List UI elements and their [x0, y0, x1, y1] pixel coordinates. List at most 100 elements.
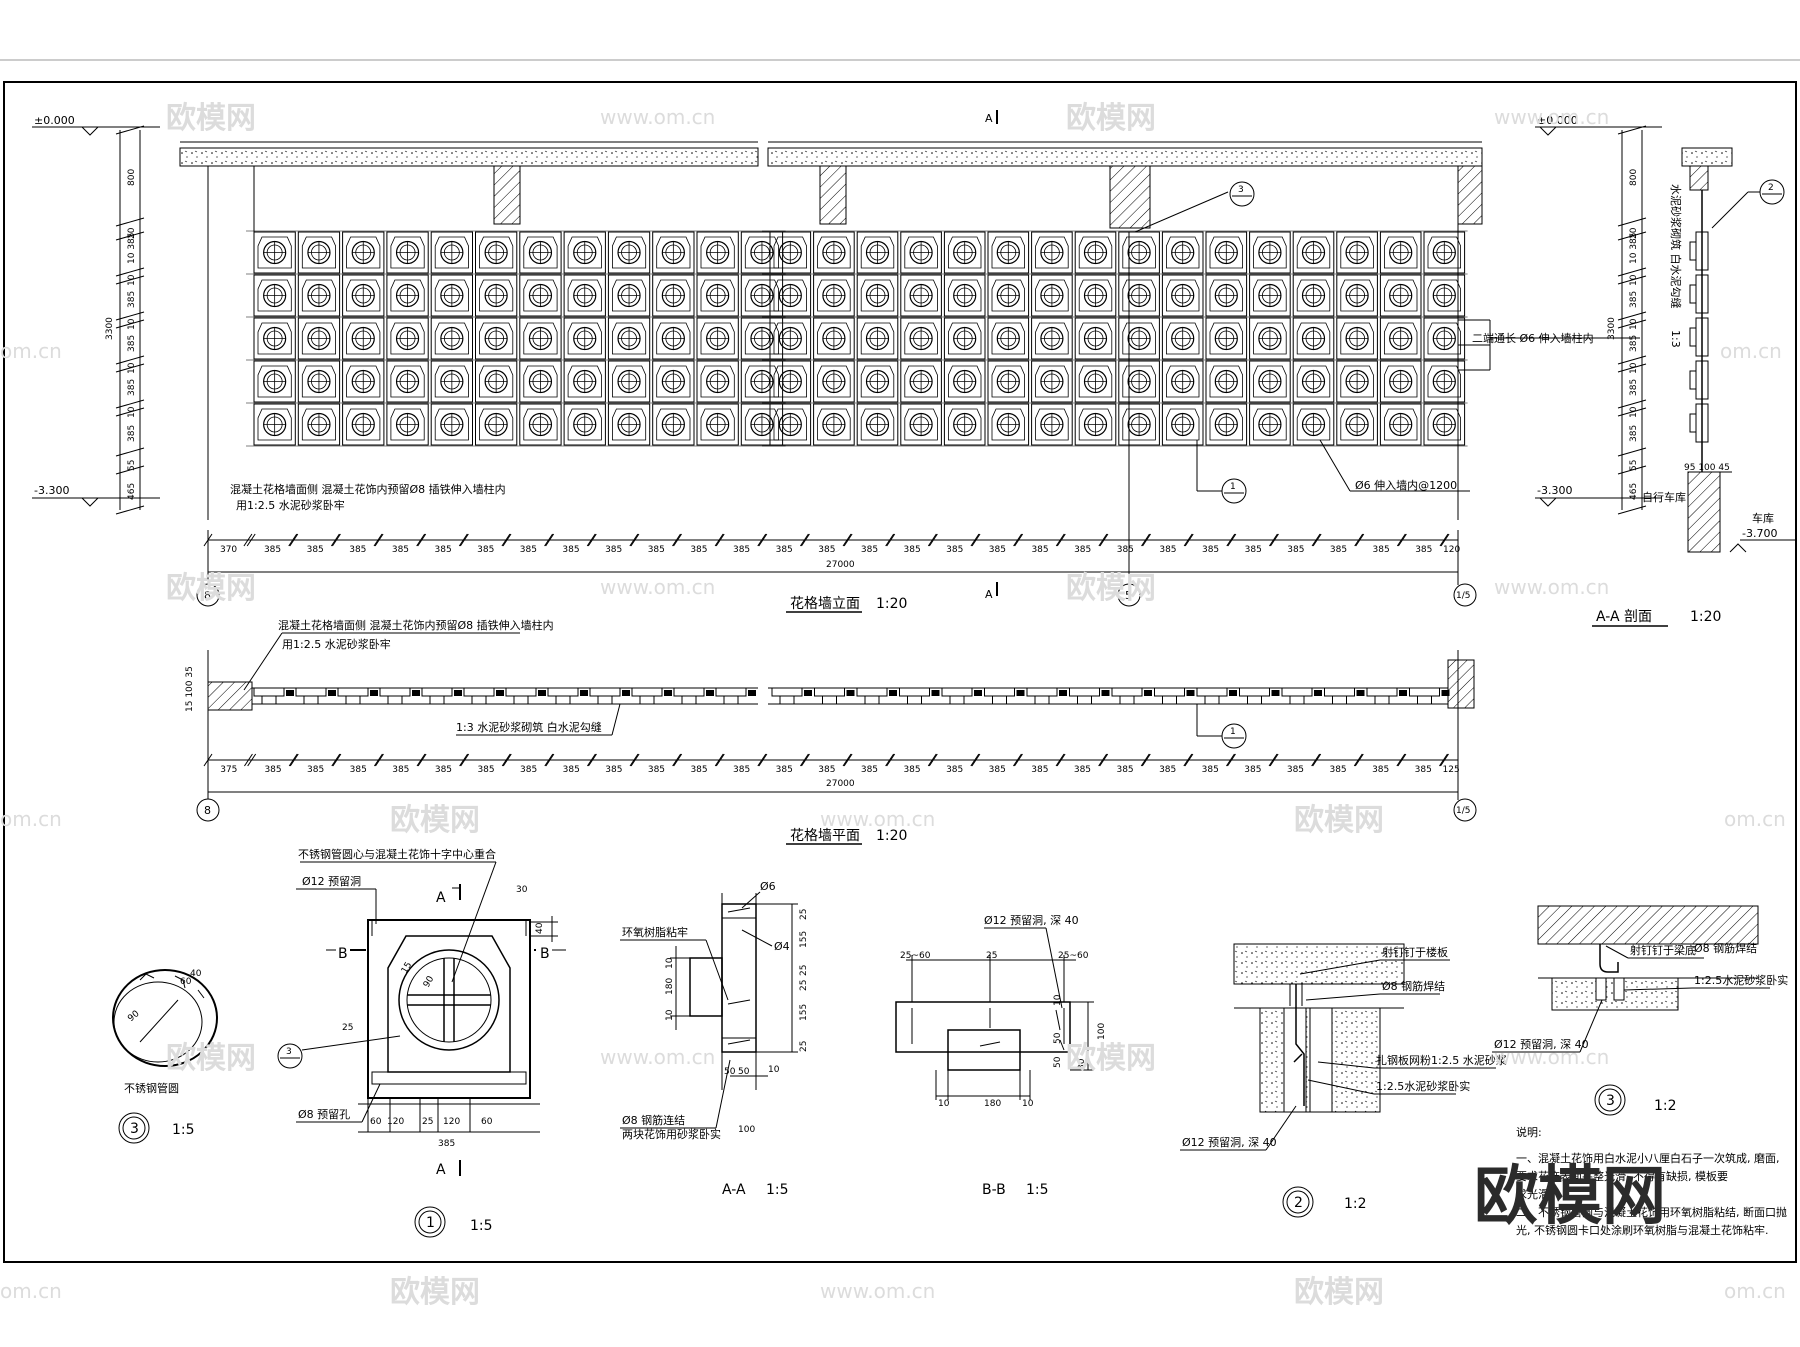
lattice-cell: [1249, 403, 1291, 446]
dim-tick: [1397, 753, 1407, 767]
d2-bar-note: Ø8 钢筋焊结: [1382, 979, 1445, 993]
plan-block-core: [387, 695, 403, 705]
dim-tick: [673, 533, 682, 547]
lattice-cell: [813, 231, 855, 274]
bb-dim-100: 100: [1097, 1023, 1107, 1040]
beams: [493, 165, 1483, 229]
plan-block: [1026, 687, 1058, 697]
dim-tick: [115, 217, 145, 227]
plan-joint: [496, 690, 504, 696]
lattice-cell: [1118, 317, 1160, 360]
lattice-cell: [1118, 360, 1160, 403]
aa-callout-num: 2: [1768, 183, 1774, 193]
aa-detail-title: A-A: [722, 1182, 746, 1198]
bb-right-dim-0: 10: [1053, 994, 1063, 1006]
dim-tick: [1055, 533, 1065, 547]
plan-joint: [1314, 690, 1322, 696]
lattice-frame: [1209, 322, 1243, 355]
lattice-frame: [257, 322, 292, 355]
lattice-cell: [1292, 360, 1335, 403]
dim-tick: [115, 407, 145, 417]
bb-bottom-dim-2: 10: [1022, 1099, 1034, 1109]
lattice-cell: [856, 403, 899, 446]
height-dim-label: 20: [1629, 227, 1639, 239]
lattice-frame: [1209, 236, 1243, 269]
lattice-cell: [987, 231, 1030, 274]
axis-1-5-elevation: 1/5: [1453, 583, 1477, 607]
lattice-frame: [1253, 322, 1287, 355]
lattice-frame: [817, 236, 851, 269]
lattice-cell: [1336, 403, 1378, 446]
dim-tick: [586, 533, 596, 547]
lattice-cell: [563, 274, 606, 317]
dim-tick: [1014, 753, 1023, 767]
notes-line-3: 二、不锈钢管圆与混凝土花饰用环氧树脂粘结, 断面口抛: [1516, 1205, 1787, 1219]
plan-block: [463, 687, 495, 697]
dim-tick: [416, 533, 426, 547]
lattice-frame: [479, 236, 514, 269]
watermark-brand: 欧模网: [166, 1041, 256, 1076]
dim-label: 385: [861, 545, 878, 555]
lattice-frame: [1296, 236, 1331, 269]
lattice-frame: [301, 408, 337, 441]
elevation-note-1: 混凝土花格墙面侧 混凝土花饰内预留Ø8 插铁伸入墙柱内: [230, 482, 506, 496]
lattice-frame: [1384, 279, 1418, 312]
dim-tick: [115, 399, 145, 409]
dim-tick: [715, 753, 725, 767]
dim-tick: [1227, 533, 1237, 547]
dim-label: 385: [1329, 765, 1346, 775]
dim-label: 385: [477, 765, 494, 775]
dim-label: 385: [648, 545, 665, 555]
lattice-cell: [297, 231, 341, 274]
dim-tick: [1140, 753, 1150, 767]
dim-tick: [1184, 753, 1194, 767]
lattice-cell: [297, 403, 341, 446]
watermark-url: www.om.cn: [600, 105, 715, 129]
height-dim-chain: [115, 125, 145, 515]
lattice-cell: [253, 360, 296, 403]
watermark-brand: 欧模网: [1294, 803, 1384, 838]
plan-block: [295, 687, 327, 697]
callout-3-num: 3: [1238, 185, 1244, 195]
lattice-frame: [346, 365, 381, 398]
lattice-cell: [943, 403, 986, 446]
dim-tick: [714, 533, 724, 547]
lattice-cell: [696, 403, 739, 446]
lattice-frame: [1427, 365, 1461, 398]
lattice-frame: [904, 236, 938, 269]
watermark-url: om.cn: [1720, 339, 1782, 363]
lattice-cell: [297, 274, 341, 317]
dim-tick: [971, 753, 981, 767]
dim-tick: [115, 275, 145, 285]
axis-8-label: 8: [204, 589, 211, 602]
lattice-cell: [563, 317, 606, 360]
block-cut-a-bottom: A: [436, 1162, 446, 1178]
plan-block: [505, 687, 537, 697]
dim-tick: [1617, 231, 1647, 241]
dim-label: 385: [477, 545, 494, 555]
dim-tick: [332, 753, 342, 767]
d3-num: 3: [1606, 1093, 1615, 1109]
lattice-cell: [813, 274, 855, 317]
dim-label: 385: [605, 765, 622, 775]
lattice-frame: [817, 322, 851, 355]
block-dim-30: 30: [516, 885, 528, 895]
aa-epoxy-note: 环氧树脂粘牢: [622, 925, 688, 939]
dim-tick: [203, 753, 213, 767]
aa-bike: 自行车库: [1642, 490, 1686, 504]
dim-tick: [1311, 753, 1321, 767]
lattice-cell: [1205, 403, 1248, 446]
dim-label: 385: [1202, 545, 1219, 555]
lattice-frame: [523, 365, 558, 398]
notes-line-4: 光, 不锈钢圆卡口处涂刷环氧树脂与混凝土花饰粘牢.: [1516, 1223, 1769, 1237]
height-total-text: 3300: [105, 317, 115, 340]
lattice-frame: [656, 322, 691, 355]
aa-level-bottom: -3.300: [1535, 484, 1662, 507]
lattice-frame: [860, 322, 895, 355]
lattice-frame: [991, 279, 1025, 312]
lattice-cell: [386, 360, 429, 403]
dim-label: 385: [946, 545, 963, 555]
